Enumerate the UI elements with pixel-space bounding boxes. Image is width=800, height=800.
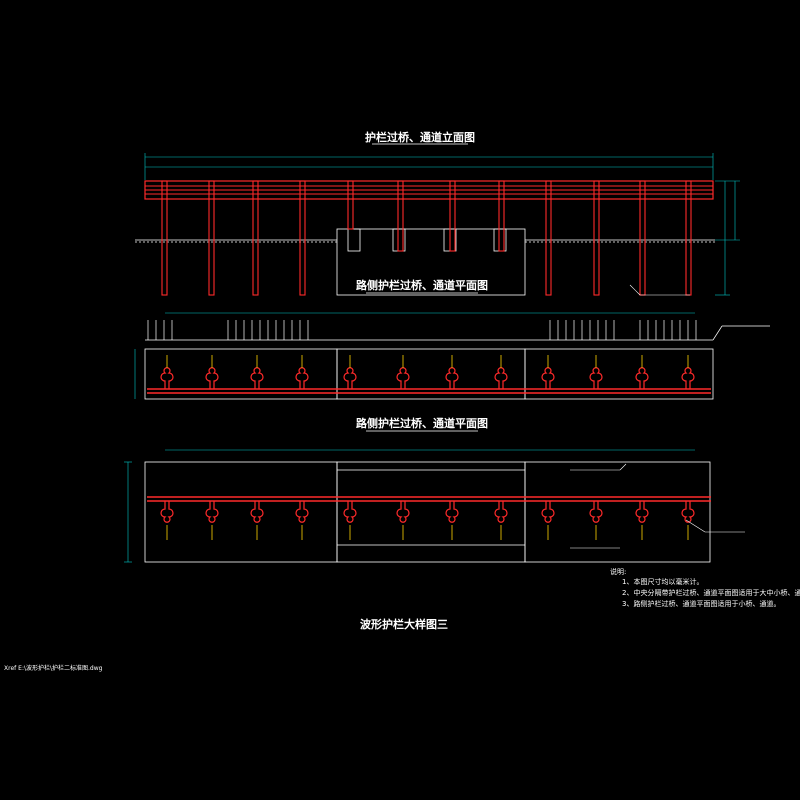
plan-1-posts (160, 367, 695, 389)
notes-heading: 说明: (610, 567, 626, 576)
elevation-title: 护栏过桥、通道立面图 (365, 130, 475, 144)
xref-file-path: Xref E:\波形护栏\护栏二标准图.dwg (4, 664, 103, 672)
elevation-ground-line (135, 239, 715, 243)
notes-block: 说明: 1、本图尺寸均以毫米计。 2、中央分隔带护栏过桥、通道平面图适用于大中小… (610, 567, 800, 608)
elevation-posts (161, 180, 692, 296)
note-item: 2、中央分隔带护栏过桥、通道平面图适用于大中小桥、通道。 (622, 588, 800, 597)
plan-1-markers (166, 355, 689, 368)
plan-2-callouts (570, 463, 745, 549)
note-item: 3、路侧护栏过桥、通道平面图适用于小桥、通道。 (622, 599, 780, 608)
note-item: 1、本图尺寸均以毫米计。 (622, 577, 703, 586)
plan-2-frames (144, 461, 711, 563)
elevation-rail-beam (144, 180, 714, 200)
plan-1-rail (147, 388, 711, 394)
plan-2-title: 路侧护栏过桥、通道平面图 (356, 416, 488, 430)
plan-1-fence-ticks (145, 320, 770, 341)
plan-1-frames (144, 348, 714, 400)
plan-1-title: 路侧护栏过桥、通道平面图 (356, 278, 488, 292)
elevation-right-dimensions (715, 180, 740, 296)
elevation-top-dimensions (144, 153, 714, 180)
plan-view-1: 路侧护栏过桥、通道平面图 (134, 278, 770, 400)
main-title: 波形护栏大样图三 (360, 617, 448, 631)
plan-2-rail (147, 496, 711, 502)
plan-view-2: 路侧护栏过桥、通道平面图 (124, 416, 745, 563)
plan-2-left-dimension (124, 461, 132, 563)
plan-2-markers (166, 525, 689, 540)
plan-2-posts (160, 501, 695, 523)
elevation-view: 护栏过桥、通道立面图 (135, 130, 740, 296)
